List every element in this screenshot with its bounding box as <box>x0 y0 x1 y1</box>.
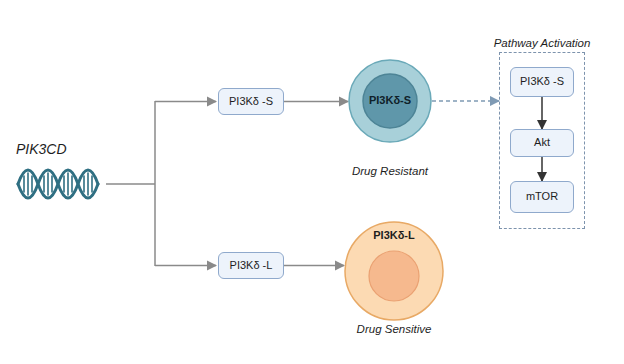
connector-arrow <box>541 157 543 181</box>
dna-icon <box>18 170 98 198</box>
node-label: mTOR <box>526 190 558 203</box>
dna-strand <box>18 170 98 198</box>
isoform-box: PI3Kδ -S <box>218 88 284 115</box>
cell-body <box>345 222 443 320</box>
node-caption: Drug Sensitive <box>357 323 432 337</box>
cell-circle: PI3Kδ-LDrug Sensitive <box>344 221 444 321</box>
connector-arrow <box>284 265 344 267</box>
branch-arrow <box>155 265 216 267</box>
gene-label: PIK3CD <box>16 141 67 157</box>
node-label: PI3Kδ -S <box>229 95 273 108</box>
pathway-box: Akt <box>510 129 574 157</box>
pathway-box: mTOR <box>510 181 574 213</box>
node-caption: Drug Resistant <box>352 165 428 179</box>
branch-line <box>154 101 156 266</box>
connector-arrow <box>432 100 499 102</box>
node-label: PI3Kδ-S <box>369 94 411 107</box>
branch-line <box>106 183 155 185</box>
pathway-panel: PI3Kδ -SAktmTORPathway Activation <box>499 52 585 229</box>
node-label: Akt <box>534 136 550 149</box>
node-label: PI3Kδ -L <box>230 259 273 272</box>
connector-arrow <box>541 97 543 129</box>
cell-body <box>349 60 431 142</box>
nucleus <box>369 251 419 301</box>
isoform-box: PI3Kδ -L <box>218 252 284 279</box>
branch-lines <box>106 101 216 266</box>
node-caption: PI3Kδ-L <box>373 229 415 242</box>
node-label: PI3Kδ -S <box>520 75 564 88</box>
cell-circle: PI3Kδ-SDrug Resistant <box>348 59 432 143</box>
nucleus-circle: PI3Kδ-S <box>362 73 418 129</box>
dna-strand <box>18 170 98 198</box>
dna-rungs <box>24 173 92 195</box>
connector-arrow <box>284 101 348 103</box>
branch-arrow <box>155 101 216 103</box>
cell-body <box>363 74 417 128</box>
node-caption: Pathway Activation <box>494 37 591 51</box>
pathway-box: PI3Kδ -S <box>510 67 574 97</box>
